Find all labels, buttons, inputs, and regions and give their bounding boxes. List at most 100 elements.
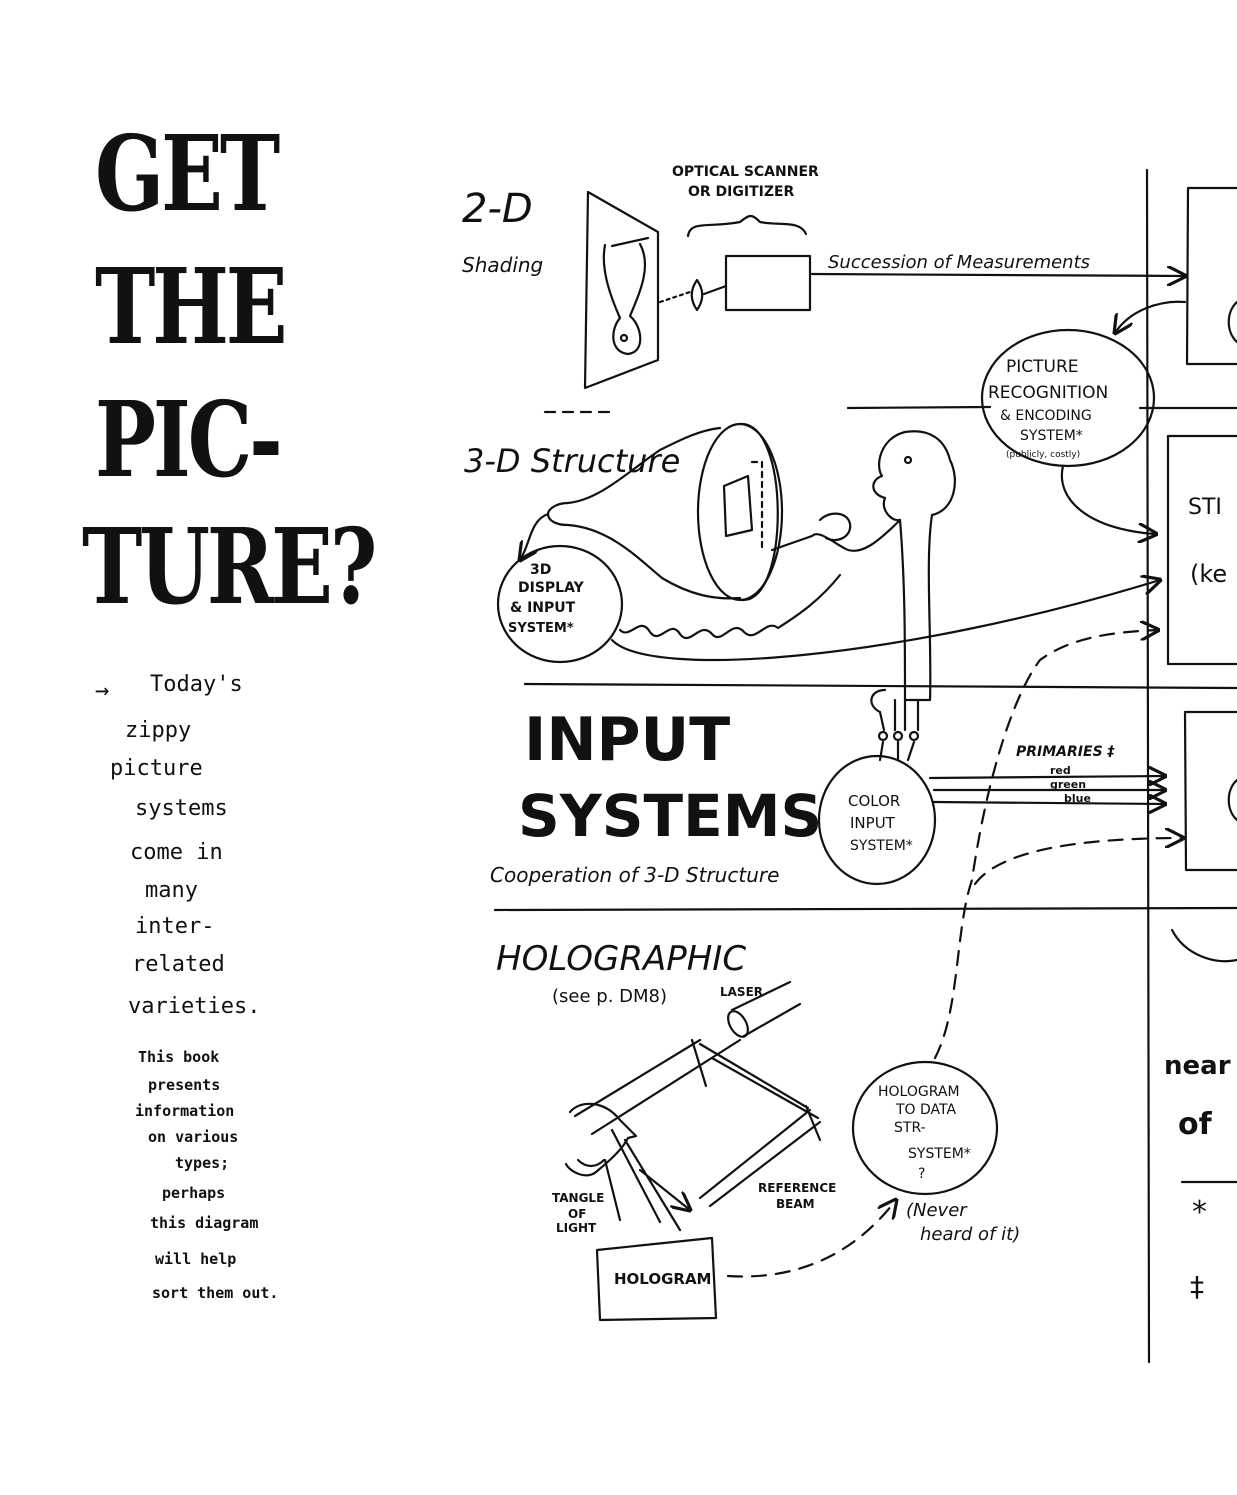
beam-2	[698, 1042, 820, 1120]
crt-cable-left	[520, 512, 550, 560]
label-h2d-5: ?	[918, 1166, 925, 1182]
label-recognition-5: (publicly, costly)	[1006, 450, 1080, 460]
label-recognition-2: RECOGNITION	[988, 383, 1108, 403]
dashed-input-path	[973, 838, 1183, 886]
label-2d: 2-D	[462, 186, 533, 232]
intro-line: varieties.	[128, 994, 261, 1019]
intro-line: many	[145, 878, 198, 903]
label-red: red	[1050, 764, 1071, 777]
book-line: sort them out.	[152, 1284, 279, 1302]
tangle-arrows	[603, 1128, 690, 1232]
crt-neck	[546, 501, 570, 527]
book-line: will help	[155, 1250, 237, 1268]
right-box-top-curve	[1227, 300, 1237, 344]
scanner-view-line	[658, 290, 692, 304]
color-system-circle	[817, 754, 937, 886]
right-box-curve	[1227, 778, 1237, 822]
color-sensor-2	[892, 730, 904, 742]
label-display-1: 3D	[530, 562, 551, 578]
shading-picture-frame	[583, 190, 660, 390]
laser-end	[727, 1010, 749, 1038]
left-column: GET THE PIC- TURE? → Today's zippy pictu…	[0, 0, 420, 1495]
laser-tube	[730, 980, 802, 1038]
label-tangle-1: TANGLE	[552, 1191, 604, 1205]
divider-holo	[493, 906, 1237, 912]
label-succession: Succession of Measurements	[828, 252, 1090, 273]
scanner-lens-link	[702, 284, 728, 296]
left-input-box	[1166, 434, 1237, 666]
beam-1	[573, 1038, 742, 1136]
divider-right-top	[846, 405, 992, 410]
book-line: presents	[148, 1076, 221, 1094]
right-divider-line	[1145, 168, 1151, 1364]
object-smile	[576, 1158, 606, 1168]
dashed-return-path	[933, 630, 1158, 1060]
title-line-1: GET	[95, 112, 280, 235]
beam-3	[698, 1108, 822, 1208]
color-sensor-arrows	[878, 740, 916, 762]
crt-dashed-box	[750, 460, 764, 550]
hologram-arrow	[726, 1200, 896, 1278]
primary-red-line	[928, 776, 1165, 778]
right-bottom-curve	[1170, 928, 1237, 963]
recognition-arrow-up	[1115, 300, 1187, 333]
label-hologram: HOLOGRAM	[614, 1270, 711, 1288]
label-never-2: heard of it)	[920, 1224, 1020, 1245]
intro-line: Today's	[150, 672, 243, 697]
intro-line: inter-	[135, 914, 215, 939]
label-display-4: SYSTEM*	[508, 621, 574, 636]
label-h2d-1: HOLOGRAM	[878, 1084, 960, 1100]
label-input: INPUT	[524, 705, 730, 775]
label-tangle-2: OF	[568, 1207, 586, 1221]
label-see-page: (see p. DM8)	[552, 986, 667, 1007]
label-never-1: (Never	[906, 1200, 968, 1221]
label-scanner-2: OR DIGITIZER	[688, 184, 795, 200]
succession-arrow	[810, 274, 1185, 276]
book-line: this diagram	[150, 1214, 259, 1232]
scanner-brace	[686, 214, 808, 238]
label-blue: blue	[1064, 792, 1091, 805]
label-right-star: *	[1192, 1195, 1207, 1230]
label-cooperation: Cooperation of 3-D Structure	[490, 863, 779, 887]
mirror-1	[690, 1038, 708, 1088]
hologram-plate	[595, 1236, 718, 1322]
right-input-box	[1183, 710, 1237, 872]
person-hand-lower	[870, 688, 920, 732]
shading-eye	[619, 333, 629, 343]
label-h2d-2: TO DATA	[895, 1102, 957, 1118]
label-color-3: SYSTEM*	[850, 838, 913, 854]
label-reference-2: BEAM	[776, 1197, 815, 1211]
label-recognition-1: PICTURE	[1006, 357, 1079, 377]
person-body	[872, 430, 956, 702]
label-green: green	[1050, 778, 1086, 791]
book-line: on various	[148, 1128, 239, 1146]
label-color-2: INPUT	[850, 814, 896, 832]
crt-screen-face	[722, 474, 754, 538]
intro-line: related	[132, 952, 225, 977]
scanner-box	[724, 254, 812, 312]
primary-blue-line	[932, 802, 1165, 804]
label-recognition-4: SYSTEM*	[1020, 428, 1083, 444]
scanner-lens	[690, 278, 704, 312]
recognition-arrow-down	[1060, 464, 1156, 534]
intro-line: systems	[135, 796, 228, 821]
title-line-3: PIC-	[95, 378, 283, 501]
label-right-ke: (ke	[1190, 560, 1227, 588]
shading-brow	[610, 236, 650, 248]
mirror-2	[804, 1104, 822, 1142]
label-systems: SYSTEMS	[518, 782, 822, 850]
label-display-2: DISPLAY	[518, 580, 585, 596]
display-circle	[496, 544, 624, 664]
shading-face	[602, 242, 647, 356]
label-right-sti: STI	[1188, 495, 1222, 520]
person-arm	[810, 518, 902, 552]
book-line: This book	[138, 1048, 220, 1066]
label-laser: LASER	[720, 985, 763, 999]
label-right-of: of	[1178, 1107, 1213, 1142]
label-right-dagger: ‡	[1190, 1270, 1204, 1303]
label-h2d-3: STR-	[894, 1120, 926, 1136]
label-tangle-3: LIGHT	[556, 1221, 597, 1235]
label-3d-structure: 3-D Structure	[464, 442, 680, 480]
color-sensor-1	[877, 730, 889, 742]
crt-screen-front	[738, 422, 779, 602]
